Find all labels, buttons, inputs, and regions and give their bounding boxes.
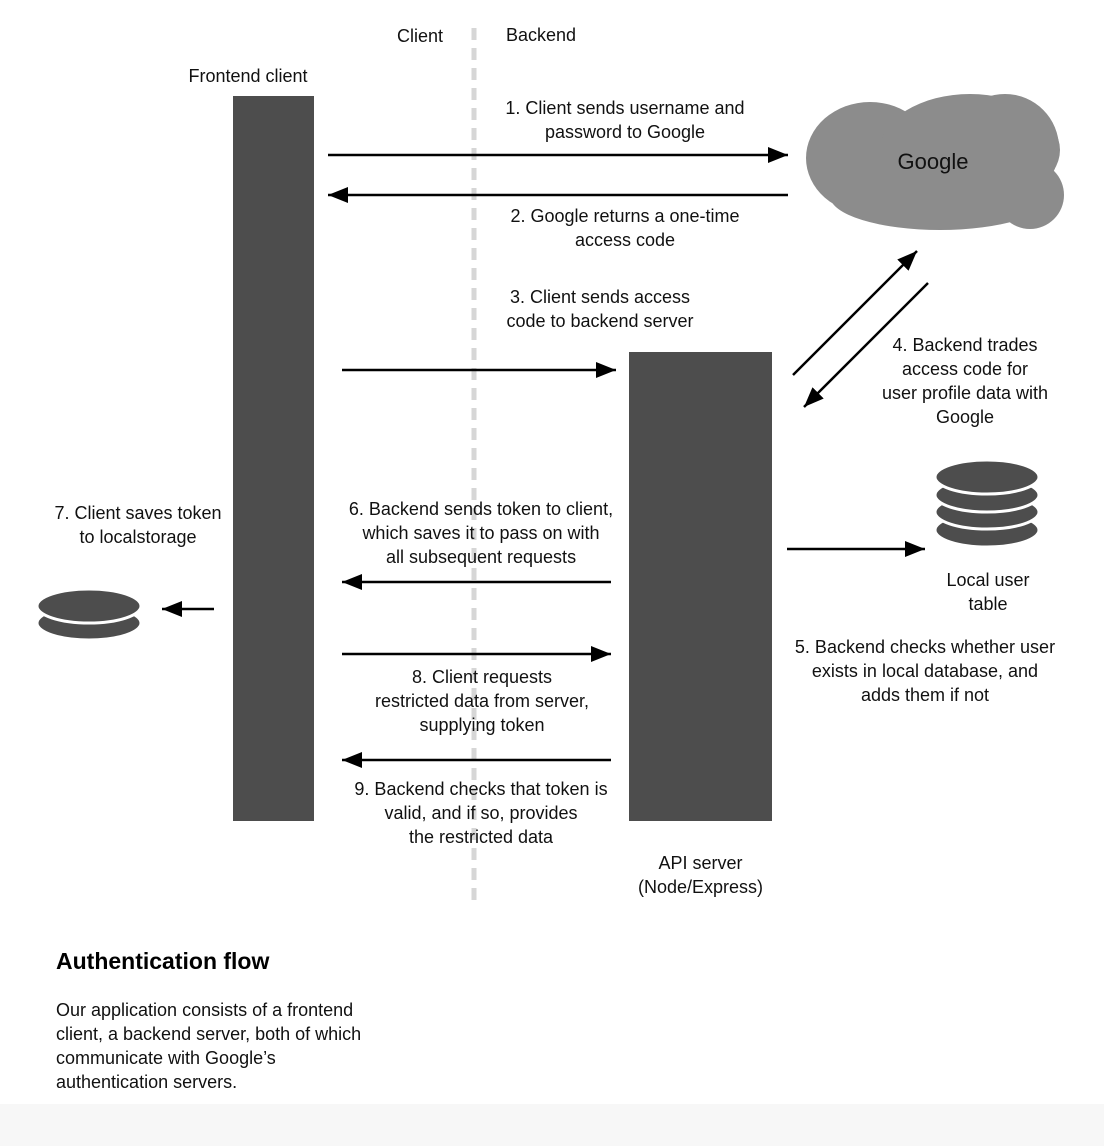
frontend-client-label: Frontend client bbox=[188, 66, 308, 86]
frontend-client-bar bbox=[233, 96, 314, 821]
backend-column-label: Backend bbox=[505, 25, 577, 45]
arrow-step-4-in bbox=[803, 282, 929, 408]
step-1-label: 1. Client sends username and password to… bbox=[505, 98, 745, 142]
step-7-label: 7. Client saves token to localstorage bbox=[54, 503, 222, 547]
local-user-table-label: Local user table bbox=[946, 570, 1030, 614]
step-6-label: 6. Backend sends token to client, which … bbox=[348, 499, 614, 567]
api-server-bar bbox=[629, 352, 772, 821]
step-8-label: 8. Client requests restricted data from … bbox=[374, 667, 590, 735]
api-server-label: API server (Node/Express) bbox=[637, 853, 764, 897]
localstorage-icon bbox=[35, 587, 143, 642]
step-3-label: 3. Client sends access code to backend s… bbox=[506, 287, 694, 331]
bottom-band bbox=[0, 1104, 1104, 1146]
step-2-label: 2. Google returns a one-time access code bbox=[510, 206, 740, 250]
database-icon bbox=[933, 458, 1041, 549]
step-9-label: 9. Backend checks that token is valid, a… bbox=[354, 779, 608, 847]
step-5-label: 5. Backend checks whether user exists in… bbox=[794, 637, 1056, 705]
arrow-step-4-out bbox=[792, 250, 918, 376]
page-title: Authentication flow bbox=[56, 948, 270, 974]
page-description: Our application consists of a frontend c… bbox=[56, 1000, 362, 1092]
client-column-label: Client bbox=[396, 26, 444, 46]
cloud-icon bbox=[806, 94, 1064, 230]
step-4-label: 4. Backend trades access code for user p… bbox=[881, 335, 1049, 427]
google-label: Google bbox=[897, 149, 969, 174]
